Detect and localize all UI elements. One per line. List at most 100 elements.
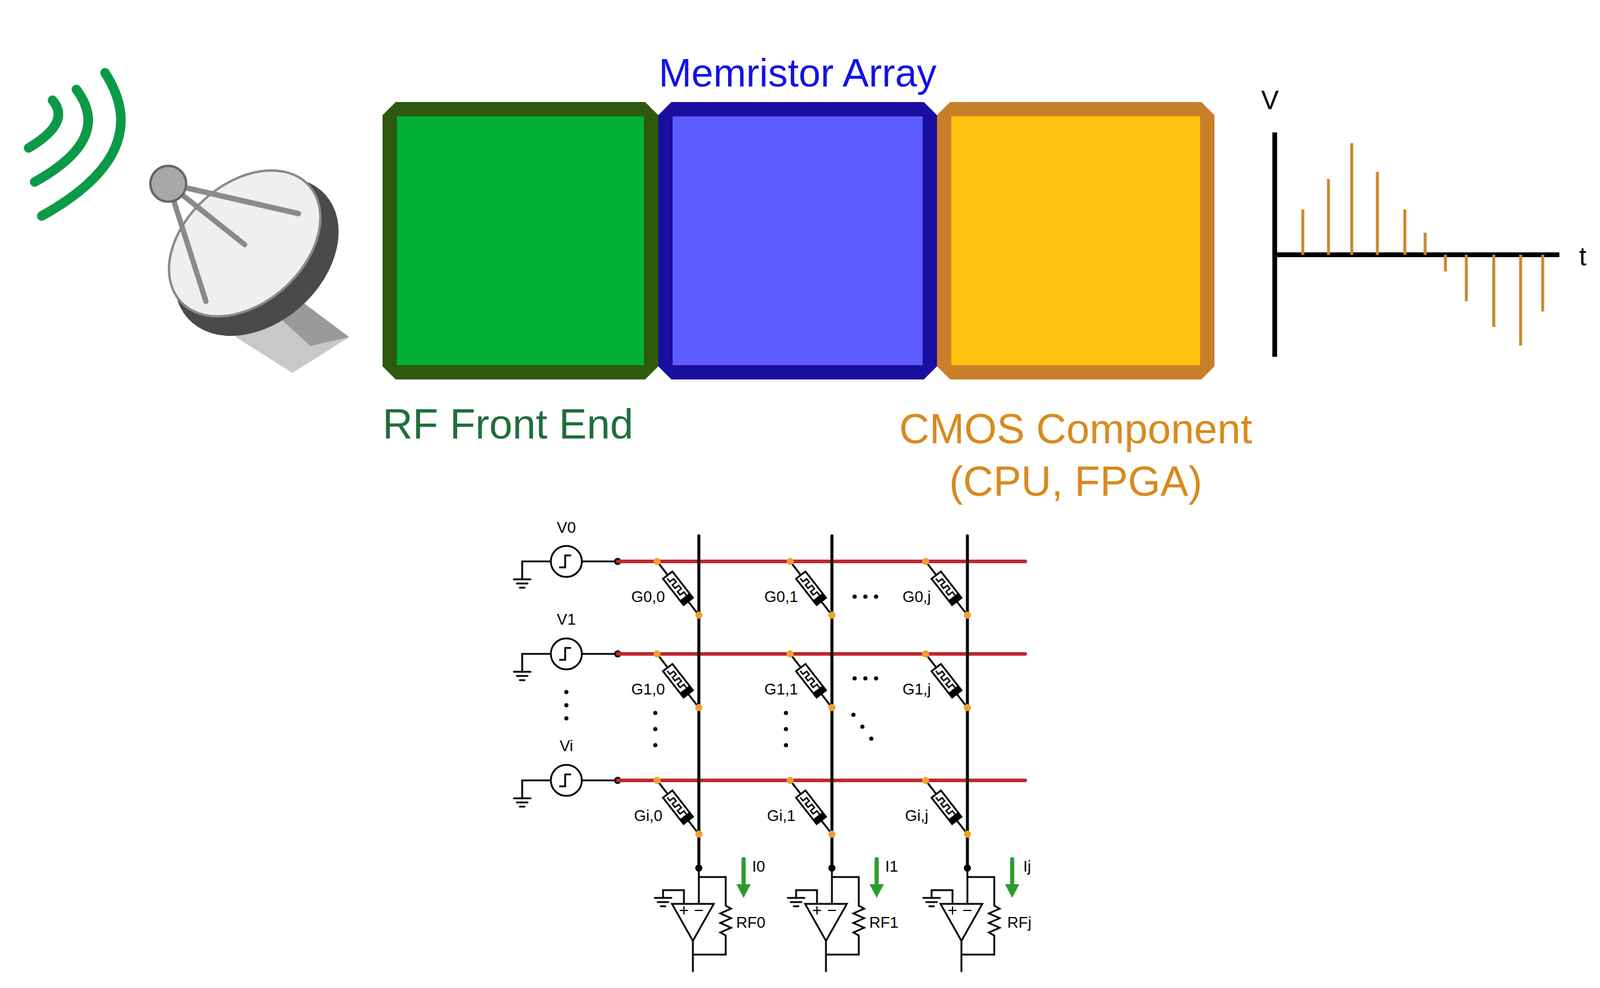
crossbar-circuit — [513, 535, 1026, 972]
memristor — [653, 777, 703, 838]
ellipsis-dot — [860, 725, 865, 730]
source-wire — [522, 780, 551, 782]
component-block: CMOS Component (CPU, FPGA) — [936, 102, 1215, 380]
ground-symbol — [513, 671, 531, 674]
ground-symbol — [516, 583, 528, 585]
plus-sign — [683, 907, 685, 915]
ground-symbol — [787, 897, 805, 900]
memristor-body — [796, 571, 826, 606]
ground-symbol — [660, 905, 666, 908]
block-outline — [936, 102, 1215, 380]
junction-dot — [695, 611, 703, 619]
memristor-lead — [925, 654, 968, 708]
memristor — [653, 558, 703, 619]
source-wire — [581, 780, 618, 782]
opamp-symbol — [940, 904, 983, 942]
minus-sign — [695, 910, 703, 912]
junction-dot — [695, 704, 703, 712]
ellipsis-dot — [863, 595, 868, 600]
feedback-wire — [725, 935, 727, 955]
junction-dot — [828, 611, 836, 619]
ground-symbol — [513, 797, 531, 800]
component-block: Memristor Array — [658, 102, 937, 380]
memristor-body — [663, 664, 693, 698]
row-line — [617, 559, 1026, 564]
ground-symbol — [519, 679, 525, 682]
memristor-lead — [925, 561, 968, 616]
signal-label: G1,0 — [631, 681, 665, 698]
signal-label: Gi,0 — [633, 808, 663, 824]
signal-stem — [1465, 254, 1469, 302]
ellipsis-dots — [564, 595, 879, 748]
source-wire — [581, 653, 618, 656]
ground-symbol — [516, 675, 528, 678]
ground-symbol — [790, 901, 802, 904]
signal-stems — [1302, 143, 1543, 346]
signal-label: G0,1 — [764, 589, 798, 605]
feedback-wire — [692, 954, 726, 957]
junction-dot — [653, 777, 661, 785]
signal-stem — [1423, 232, 1427, 255]
output-plot — [1272, 132, 1560, 357]
plus-wire — [662, 890, 665, 899]
ellipsis-dot — [784, 711, 789, 716]
opamp-symbol — [671, 904, 714, 942]
memristor-body — [931, 790, 962, 825]
source-wire — [522, 653, 551, 656]
memristor — [653, 650, 703, 712]
ellipsis-dot — [653, 743, 658, 748]
output-wire — [960, 939, 963, 972]
ellipsis-dot — [869, 737, 874, 742]
plus-wire — [816, 890, 819, 905]
feedback-wire — [825, 954, 859, 957]
memristor — [922, 558, 971, 619]
memristor-meander — [667, 794, 687, 818]
tia-stage — [923, 859, 1020, 972]
feedback-wire — [858, 935, 860, 955]
block-border — [382, 102, 659, 380]
plus-wire — [683, 890, 686, 905]
ground-symbol — [657, 901, 669, 904]
ground-symbol — [793, 905, 799, 908]
signal-label: Ij — [1023, 858, 1032, 875]
junction-dot — [653, 650, 661, 658]
block-outline — [382, 102, 659, 380]
row-line — [617, 652, 1026, 656]
ground-symbol — [926, 901, 937, 904]
memristor — [922, 650, 971, 712]
source-wire — [521, 780, 524, 799]
step-symbol — [559, 648, 572, 661]
junction-dot — [653, 558, 661, 566]
ellipsis-dot — [874, 676, 879, 681]
memristor — [922, 777, 971, 838]
junction-dot — [922, 777, 930, 785]
column-line — [697, 535, 701, 869]
signal-stem — [1376, 171, 1380, 255]
source-wire — [581, 560, 618, 563]
plus-wire — [930, 890, 933, 899]
opamp-wire — [966, 868, 969, 905]
current-arrowhead — [1004, 884, 1020, 899]
ground-symbol — [929, 905, 934, 908]
signal-label: G1,1 — [764, 681, 798, 698]
memristor-meander — [800, 668, 820, 692]
junction-dot — [922, 558, 930, 566]
axis-label: t — [1579, 243, 1587, 270]
memristor — [786, 650, 836, 712]
signal-label: Vi — [559, 738, 574, 754]
ground-symbol — [516, 802, 528, 804]
block-fill — [672, 116, 923, 366]
feedback-wire — [698, 876, 726, 879]
block-border — [936, 102, 1215, 380]
signal-stem — [1301, 209, 1305, 255]
ellipsis-dot — [852, 676, 857, 681]
source-wire — [521, 654, 524, 672]
plus-wire — [931, 889, 953, 892]
ground-symbol — [519, 587, 525, 590]
memristor-body — [931, 664, 962, 698]
ellipsis-dot — [564, 690, 569, 695]
memristor — [786, 777, 836, 838]
block-heading: CMOS Component (CPU, FPGA) — [879, 403, 1273, 508]
feedback-wire — [993, 935, 996, 955]
